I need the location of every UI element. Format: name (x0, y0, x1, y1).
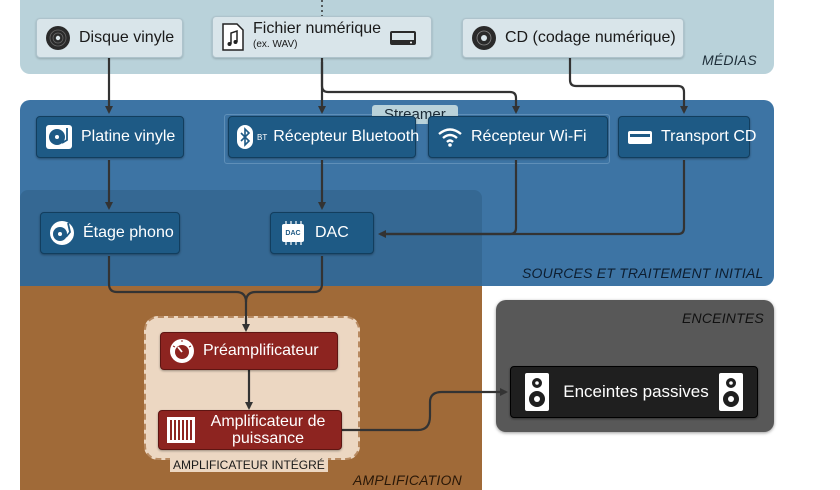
vinyl-record-node: Disque vinyle (36, 18, 183, 58)
passive-speakers-label: Enceintes passives (563, 382, 709, 401)
wire-file-to-wifi (320, 62, 520, 114)
vinyl-record-label: Disque vinyle (79, 29, 175, 46)
bluetooth-icon (237, 125, 253, 149)
wifi-receiver-node: Récepteur Wi-Fi (428, 116, 608, 158)
music-file-icon (221, 22, 245, 52)
wire-cd-to-transport (568, 58, 688, 114)
digital-file-label: Fichier numérique (253, 20, 382, 37)
bluetooth-badge: BT (257, 132, 268, 142)
cd-disc-icon (471, 25, 497, 51)
wire-phono-to-preamp (107, 256, 250, 332)
turntable-icon (45, 124, 73, 150)
passive-speakers-node: Enceintes passives (510, 366, 758, 418)
phono-stage-label: Étage phono (83, 224, 174, 241)
wire-transport-to-dac (380, 160, 686, 236)
wifi-receiver-label: Récepteur Wi-Fi (471, 128, 587, 145)
phono-stage-icon (49, 220, 75, 246)
turntable-label: Platine vinyle (81, 128, 176, 145)
power-amplifier-label: Amplificateur de puissance (210, 413, 326, 447)
preamplifier-node: Préamplificateur (160, 332, 338, 370)
speaker-left-icon (525, 373, 550, 411)
sources-panel-label: SOURCES ET TRAITEMENT INITIAL (522, 265, 764, 281)
hard-drive-icon (389, 27, 417, 47)
wire-wifi-to-dac (378, 160, 518, 238)
vinyl-disc-icon (45, 25, 71, 51)
power-amplifier-node: Amplificateur de puissance (158, 410, 342, 450)
digital-file-node: Fichier numérique (ex. WAV) (212, 16, 432, 58)
turntable-node: Platine vinyle (36, 116, 184, 158)
medias-panel-label: MÉDIAS (702, 52, 757, 68)
integrated-amplifier-label: AMPLIFICATEUR INTÉGRÉ (170, 458, 328, 472)
speaker-right-icon (718, 373, 743, 411)
bluetooth-receiver-node: BT Récepteur Bluetooth (228, 116, 420, 158)
cd-label: CD (codage numérique) (505, 29, 676, 46)
dac-chip-icon: DAC (279, 221, 307, 245)
cd-transport-label: Transport CD (661, 128, 757, 145)
preamplifier-label: Préamplificateur (203, 342, 319, 359)
cd-transport-icon (627, 128, 653, 146)
digital-file-sublabel: (ex. WAV) (253, 39, 298, 50)
heatsink-icon (167, 417, 195, 443)
dac-node: DAC DAC (270, 212, 374, 254)
speakers-panel-label: ENCEINTES (682, 310, 764, 326)
bluetooth-receiver-label: Récepteur Bluetooth (273, 128, 420, 145)
wire-poweramp-to-speakers (342, 388, 508, 432)
wire-dac-to-preamp (244, 256, 324, 303)
dac-chip-label: DAC (285, 229, 301, 237)
signal-flow-wires (105, 0, 688, 432)
wifi-icon (437, 126, 463, 148)
cd-transport-node: Transport CD (618, 116, 756, 158)
cd-node: CD (codage numérique) (462, 18, 684, 58)
dac-label: DAC (315, 224, 349, 241)
phono-stage-node: Étage phono (40, 212, 180, 254)
volume-knob-icon (169, 338, 195, 364)
